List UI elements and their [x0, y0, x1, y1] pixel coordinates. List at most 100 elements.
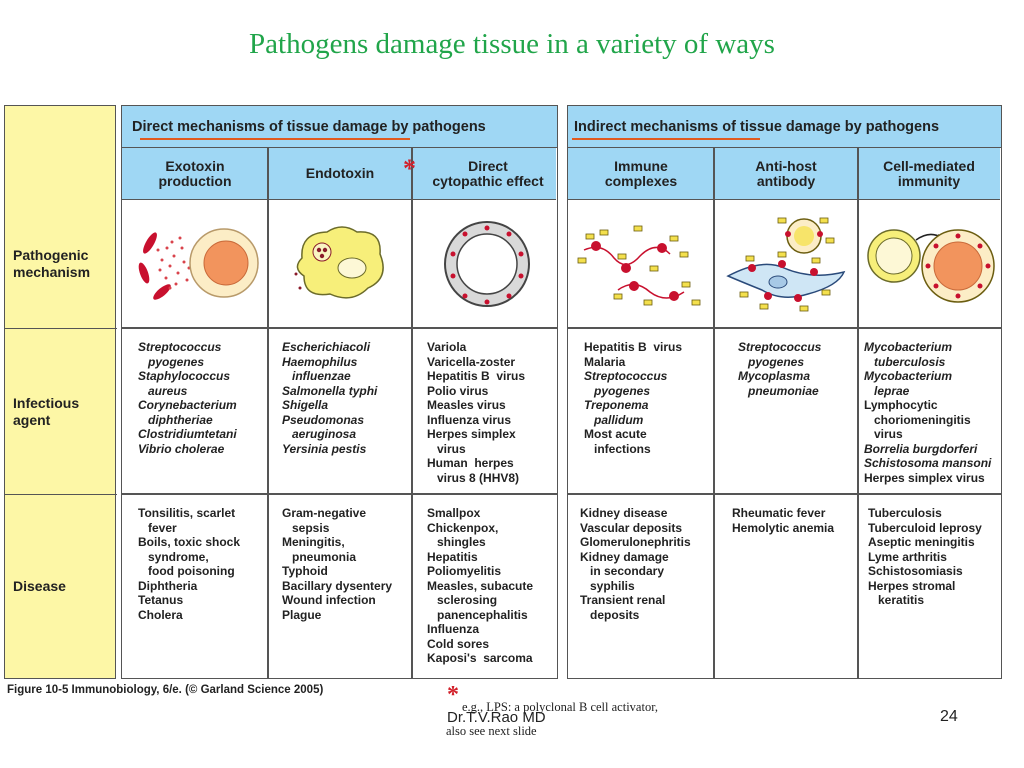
list-item: deposits [580, 607, 640, 622]
list-item: Staphylococcus [138, 369, 231, 383]
list-item: Shigella [282, 398, 329, 412]
list-item: diphtheriae [138, 412, 213, 427]
page-number: 24 [940, 708, 958, 725]
list-item: Malaria [584, 354, 626, 369]
list-item: Rheumatic fever [732, 506, 826, 520]
list-item: Polio virus [427, 383, 489, 398]
row-label-line: agent [13, 411, 51, 428]
list-item: Hepatitis [427, 549, 478, 564]
list-item: keratitis [868, 593, 925, 607]
direct-panel-header: Direct mechanisms of tissue damage by pa… [122, 106, 557, 148]
row-divider [122, 493, 557, 495]
list-item: Herpes simplex [427, 427, 516, 441]
row-divider [568, 493, 1001, 495]
list-item: sclerosing [427, 593, 498, 607]
subhead-endotoxin: Endotoxin [268, 148, 412, 200]
list-item: Plague [282, 607, 322, 622]
anti-host-antibody-illustration [726, 217, 846, 312]
column-divider [411, 148, 413, 678]
list-item: Glomerulonephritis [580, 535, 691, 549]
list-item: Aseptic meningitis [868, 535, 975, 549]
footnote-star-marker: * [403, 154, 416, 183]
list-item: Cholera [138, 607, 183, 622]
list-item: Kidney damage [580, 549, 669, 564]
list-item: fever [138, 520, 177, 535]
list-item: Tuberculoid leprosy [868, 520, 982, 535]
list-item: Herpes simplex virus [864, 470, 985, 485]
list-item: Typhoid [282, 564, 328, 578]
list-item: Chickenpox, [427, 520, 499, 535]
list-item: Wound infection [282, 593, 376, 607]
list-item: pyogenes [738, 354, 805, 369]
list-item: Vibrio cholerae [138, 441, 225, 456]
list-item: Vascular deposits [580, 520, 683, 535]
list-item: Poliomyelitis [427, 564, 502, 578]
list-item: Measles, subacute [427, 578, 534, 593]
list-item: Variola [427, 340, 467, 354]
list-item: Kaposi's sarcoma [427, 651, 533, 665]
exotoxin-cell-illustration [138, 228, 259, 300]
list-item: Varicella-zoster [427, 354, 516, 369]
list-item: Human herpes [427, 456, 514, 470]
row-label-line: mechanism [13, 264, 91, 280]
slide-title: Pathogens damage tissue in a variety of … [249, 28, 775, 60]
author-credit: Dr.T.V.Rao MD [447, 709, 546, 726]
list-item: virus 8 (HHV8) [427, 470, 520, 485]
header-underline [140, 138, 410, 140]
list-item: Streptococcus [138, 340, 222, 354]
list-item: Salmonella typhi [282, 383, 378, 398]
subhead-line: Cell-mediated [883, 157, 975, 174]
list-item: Hepatitis B virus [427, 369, 526, 383]
list-item: tuberculosis [864, 354, 946, 369]
list-item: Measles virus [427, 398, 506, 412]
list-item: pallidum [584, 412, 644, 427]
list-item: leprae [864, 383, 910, 398]
list-item: Influenza virus [427, 412, 512, 427]
cytopathic-cell-illustration [444, 221, 530, 307]
list-item: Schistosomiasis [868, 564, 963, 578]
list-item: aureus [138, 383, 188, 398]
list-item: Bacillary dysentery [282, 578, 393, 593]
list-item: Mycobacterium [864, 369, 953, 383]
list-item: pneumoniae [738, 383, 819, 398]
list-item: Mycobacterium [864, 340, 953, 354]
list-item: pneumonia [282, 549, 357, 564]
list-item: Hemolytic anemia [732, 520, 835, 535]
column-divider [857, 148, 859, 678]
list-item: aeruginosa [282, 427, 357, 441]
list-item: Transient renal [580, 593, 666, 607]
list-item: infections [584, 441, 651, 456]
list-item: Tetanus [138, 593, 184, 607]
list-item: pyogenes [584, 383, 651, 398]
list-item: Tuberculosis [868, 506, 942, 520]
list-item: Treponema [584, 398, 649, 412]
list-item: Diphtheria [138, 578, 198, 593]
list-item: food poisoning [138, 564, 235, 578]
list-item: Most acute [584, 427, 647, 441]
row-label-line: Pathogenic [13, 247, 89, 263]
subhead-line: antibody [756, 172, 816, 189]
column-divider [713, 148, 715, 678]
row-label-line: Infectious [13, 394, 80, 411]
list-item: in secondary [580, 564, 665, 578]
subhead-line: complexes [604, 172, 678, 189]
row-label-line: Disease [13, 578, 66, 594]
immune-complexes-illustration [577, 225, 701, 306]
list-item: Smallpox [427, 506, 481, 520]
cell-mediated-immunity-illustration [867, 229, 995, 303]
list-item: virus [864, 427, 903, 441]
